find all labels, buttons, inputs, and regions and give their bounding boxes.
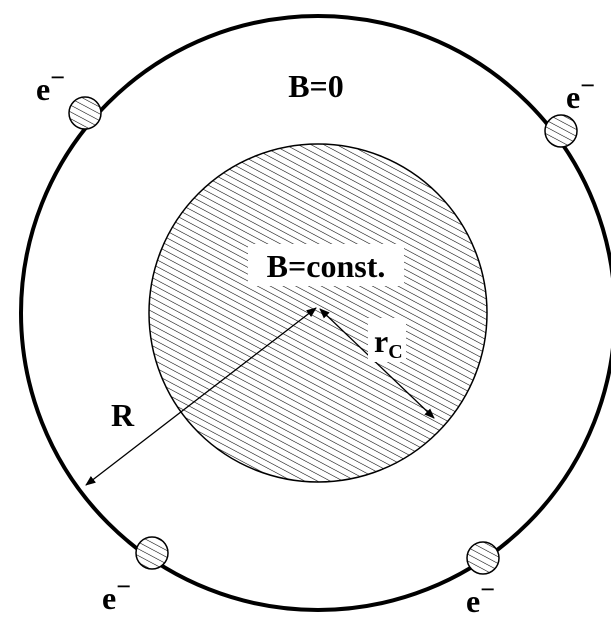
electron-label: e− — [466, 575, 495, 619]
electron-top-left: e− — [36, 63, 102, 130]
inner-flux-disk — [148, 143, 488, 483]
outer-ring — [19, 14, 611, 612]
electron-particle — [466, 541, 500, 575]
electron-top-right: e− — [544, 71, 595, 148]
electron-particle — [135, 536, 169, 570]
electron-label: e− — [566, 71, 595, 115]
inner-radius-label: rC — [374, 323, 403, 363]
inner-radius-arrow — [319, 308, 435, 419]
inner-field-label: B=const. — [267, 248, 386, 284]
electron-label: e− — [36, 63, 65, 107]
outer-radius-label: R — [111, 397, 135, 433]
electron-particle — [544, 114, 578, 148]
inner-radius-label-bg — [368, 318, 406, 362]
inner-field-label-bg — [248, 244, 404, 286]
electron-label: e− — [102, 572, 131, 616]
outer-field-label: B=0 — [288, 68, 344, 104]
electron-bottom-right: e− — [466, 541, 500, 619]
electron-particle — [68, 96, 102, 130]
electron-bottom-left: e− — [102, 536, 169, 616]
outer-radius-arrow — [85, 307, 317, 486]
